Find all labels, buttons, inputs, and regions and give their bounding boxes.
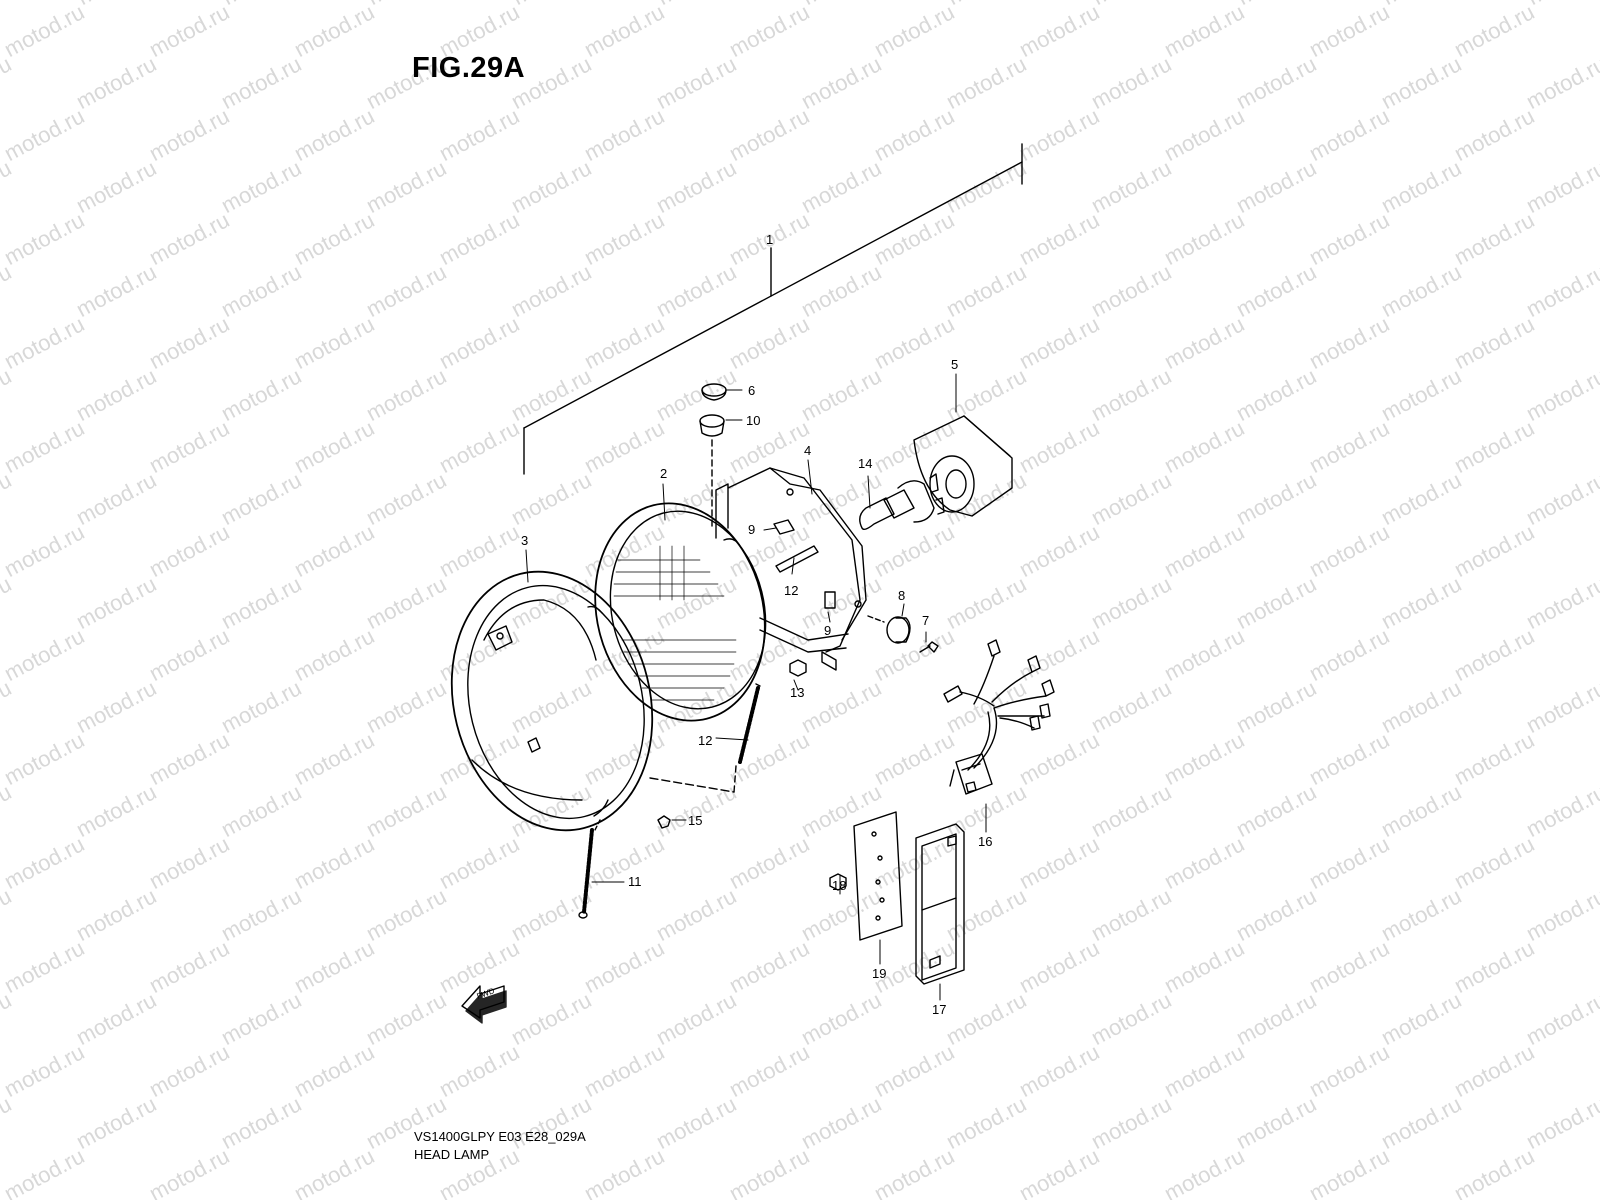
headlamp-rim (450, 570, 654, 832)
wiring-harness (943, 639, 1055, 795)
callout-10: 10 (746, 413, 760, 428)
section-name: HEAD LAMP (414, 1147, 490, 1162)
callout-9a: 9 (748, 522, 755, 537)
callout-15: 15 (688, 813, 702, 828)
callout-16: 16 (978, 834, 992, 849)
headlamp-housing-bracket (715, 467, 867, 671)
callout-3: 3 (521, 533, 528, 548)
callout-17: 17 (932, 1002, 946, 1017)
callout-labels: 1 2 3 4 5 6 7 8 9 9 10 11 12 12 13 14 15… (521, 232, 992, 1017)
model-code: VS1400GLPY E03 E28_029A (414, 1129, 586, 1144)
callout-12a: 12 (784, 583, 798, 598)
bulb-dust-cover (913, 415, 1013, 517)
clip-upper (773, 519, 795, 535)
headlamp-bulb (859, 473, 945, 531)
rim-screw (578, 819, 601, 919)
callout-7: 7 (922, 613, 929, 628)
figure-footer: VS1400GLPY E03 E28_029A HEAD LAMP (414, 1128, 586, 1164)
callout-11: 11 (628, 874, 642, 889)
nut-13 (789, 659, 807, 677)
nut-18 (829, 873, 847, 891)
callout-9b: 9 (824, 623, 831, 638)
adjuster-slot (775, 545, 819, 573)
leader-lines (525, 373, 987, 1001)
callout-2: 2 (660, 466, 667, 481)
figure-title: FIG.29A (412, 52, 526, 84)
fwd-arrow-icon (461, 985, 507, 1024)
mounting-plate (853, 811, 903, 941)
callout-13: 13 (790, 685, 804, 700)
reflector-label (915, 823, 965, 985)
callout-18: 18 (832, 878, 846, 893)
callout-8: 8 (898, 588, 905, 603)
callout-19: 19 (872, 966, 886, 981)
clip-lower (824, 591, 836, 609)
callout-12b: 12 (698, 733, 712, 748)
cushion-and-bolt (867, 615, 939, 653)
callout-14: 14 (858, 456, 872, 471)
callout-4: 4 (804, 443, 811, 458)
headlamp-lens-unit (594, 502, 767, 722)
adjuster-spring (649, 683, 761, 793)
assembly-bracket (523, 143, 1023, 475)
callout-5: 5 (951, 357, 958, 372)
cap-and-grommet (699, 383, 727, 531)
callout-1: 1 (766, 232, 773, 247)
screw-15 (657, 815, 671, 829)
callout-6: 6 (748, 383, 755, 398)
